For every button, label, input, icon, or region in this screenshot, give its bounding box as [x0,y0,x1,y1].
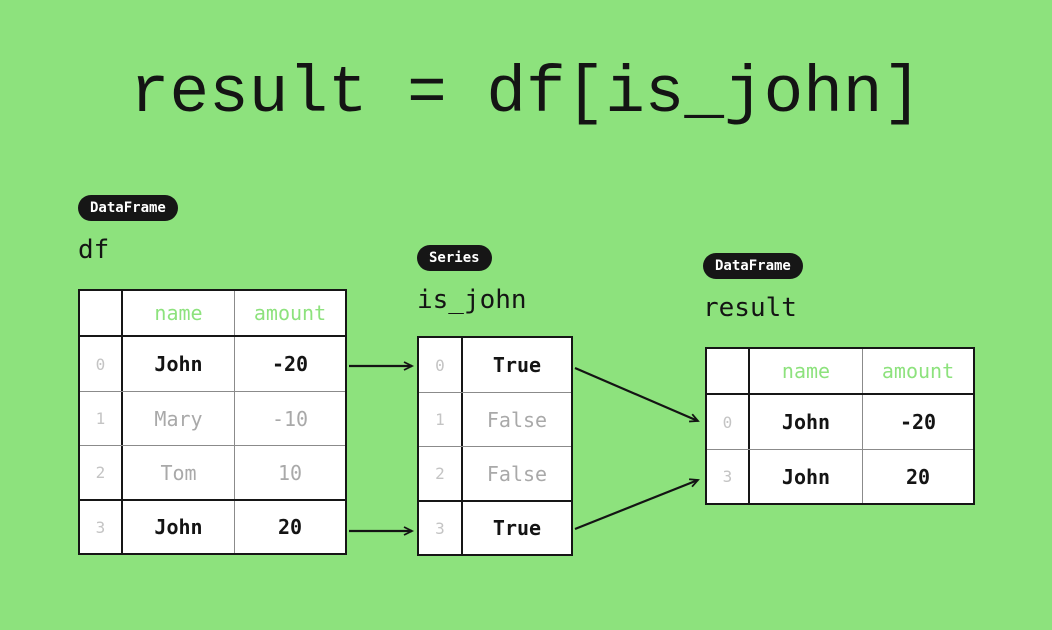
cell-name: John [750,450,863,503]
result-index-header-cell [707,349,750,393]
result-column-header-name: name [750,349,863,393]
row-index: 0 [419,338,463,392]
cell-value: True [492,353,542,377]
cell-value: False [486,407,548,432]
df-table: name amount 0 John -20 1 Mary -10 2 Tom … [78,289,347,555]
cell-name: Mary [123,392,235,445]
cell-amount: -20 [899,410,937,434]
cell-name: John [123,501,235,553]
table-row: 3 John 20 [707,449,973,503]
row-index: 3 [419,502,463,554]
cell-amount: 20 [277,515,303,539]
result-table: name amount 0 John -20 3 John 20 [705,347,975,505]
table-row: 3 True [419,500,571,554]
cell-amount: -10 [271,406,309,431]
table-row: 1 Mary -10 [80,391,345,445]
df-label: df [78,235,110,265]
row-index: 2 [419,447,463,500]
table-row: 0 John -20 [707,395,973,449]
result-column-header-amount: amount [881,359,955,383]
result-table-header: name amount [707,349,973,395]
code-title: result = df[is_john] [129,56,923,131]
cell-name: John [123,337,235,391]
row-index: 3 [80,501,123,553]
cell-amount: 10 [277,460,303,485]
arrow-series-row3-to-result-row3 [574,478,700,531]
is-john-label: is_john [417,285,527,315]
df-column-header-amount: amount [253,301,327,325]
cell-value: False [486,461,548,486]
dataframe-badge-result: DataFrame [703,253,803,279]
df-column-header-name: name [123,291,235,335]
table-row: 1 False [419,392,571,446]
arrow-series-row0-to-result-row0 [574,366,700,423]
row-index: 0 [707,395,750,449]
df-index-header-cell [80,291,123,335]
cell-amount: 20 [905,464,931,489]
table-row: 0 John -20 [80,337,345,391]
dataframe-badge-df: DataFrame [78,195,178,221]
row-index: 3 [707,450,750,503]
table-row: 2 Tom 10 [80,445,345,499]
row-index: 2 [80,446,123,499]
cell-value: True [492,516,542,540]
cell-name: John [750,395,863,449]
row-index: 1 [419,393,463,446]
row-index: 0 [80,337,123,391]
table-row: 2 False [419,446,571,500]
table-row: 3 John 20 [80,499,345,553]
result-label: result [703,293,797,323]
row-index: 1 [80,392,123,445]
cell-name: Tom [123,446,235,499]
df-table-header: name amount [80,291,345,337]
series-badge: Series [417,245,492,271]
table-row: 0 True [419,338,571,392]
is-john-table: 0 True 1 False 2 False 3 True [417,336,573,556]
cell-amount: -20 [271,352,309,376]
